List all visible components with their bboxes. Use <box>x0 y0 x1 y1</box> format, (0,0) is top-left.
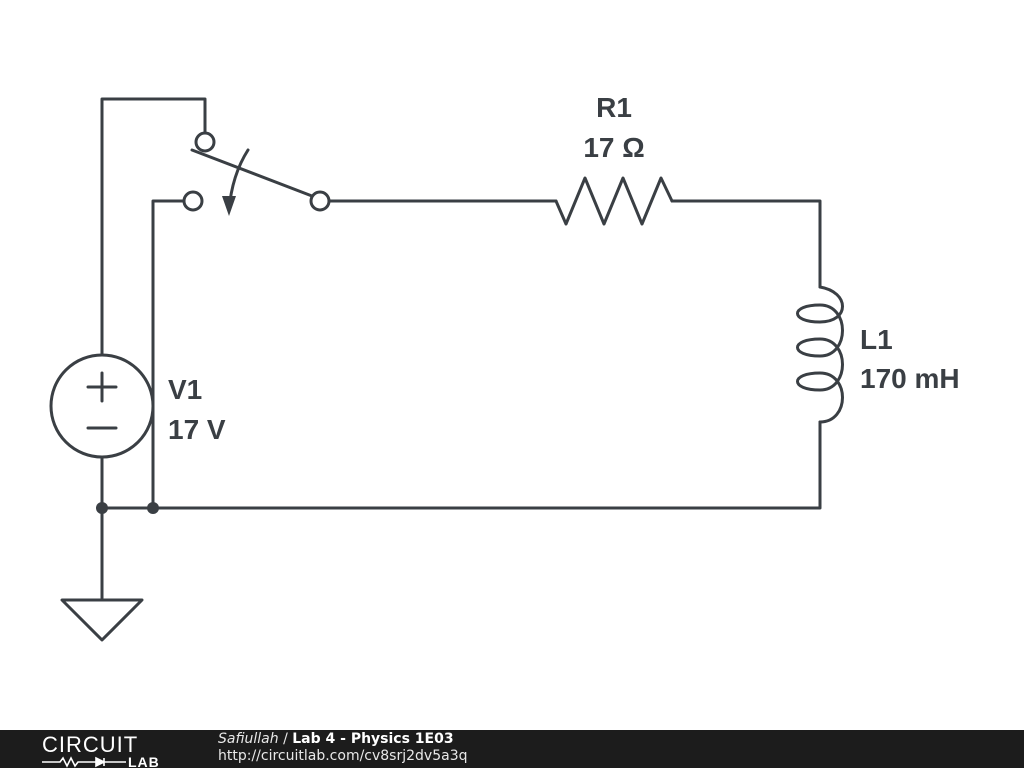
switch-top-terminal <box>194 131 216 153</box>
switch[interactable] <box>182 131 331 216</box>
junction-dot-left <box>96 502 108 514</box>
logo-text-top: CIRCUIT <box>42 732 138 757</box>
logo-diode-icon <box>95 756 106 768</box>
switch-right-terminal <box>309 190 331 212</box>
footer-meta: Safiullah / Lab 4 - Physics 1E03 http://… <box>218 731 467 765</box>
inductor-name-label: L1 <box>860 324 893 355</box>
footer-bar: CIRCUIT LAB Safiullah / Lab 4 - Physics … <box>0 730 1024 768</box>
inductor-value-label: 170 mH <box>860 363 960 394</box>
circuit-title[interactable]: Lab 4 - Physics 1E03 <box>292 731 454 747</box>
logo-text-bottom: LAB <box>128 754 160 768</box>
wire-top-left <box>100 97 207 356</box>
footer-title-line: Safiullah / Lab 4 - Physics 1E03 <box>218 731 467 748</box>
schematic-canvas: R1 17 Ω L1 170 mH V1 17 V <box>49 92 960 642</box>
resistor-symbol[interactable] <box>554 176 674 226</box>
wire-resistor-to-inductor <box>670 199 822 289</box>
switch-blade <box>190 148 314 198</box>
source-value-label: 17 V <box>168 414 226 445</box>
switch-arrow-head <box>222 196 236 216</box>
logo-resistor-icon <box>42 756 96 768</box>
wire-switch-left-down <box>151 199 186 510</box>
wire-inductor-to-bottom <box>100 420 822 510</box>
junction-dot-right <box>147 502 159 514</box>
footer-url-line: http://circuitlab.com/cv8srj2dv5a3q <box>218 748 467 765</box>
source-name-label: V1 <box>168 374 202 405</box>
title-separator: / <box>278 731 293 747</box>
resistor-value-label: 17 Ω <box>583 132 644 163</box>
resistor-name-label: R1 <box>596 92 632 123</box>
author-name[interactable]: Safiullah <box>218 731 279 747</box>
ground-symbol <box>60 598 144 642</box>
voltage-source-circle <box>49 353 155 459</box>
switch-left-terminal <box>182 190 204 212</box>
circuitlab-logo[interactable]: CIRCUIT LAB <box>40 732 180 768</box>
inductor-symbol[interactable] <box>796 285 844 424</box>
plus-sign <box>86 371 118 403</box>
circuit-url-link[interactable]: http://circuitlab.com/cv8srj2dv5a3q <box>218 748 468 764</box>
voltage-source[interactable] <box>49 353 155 459</box>
